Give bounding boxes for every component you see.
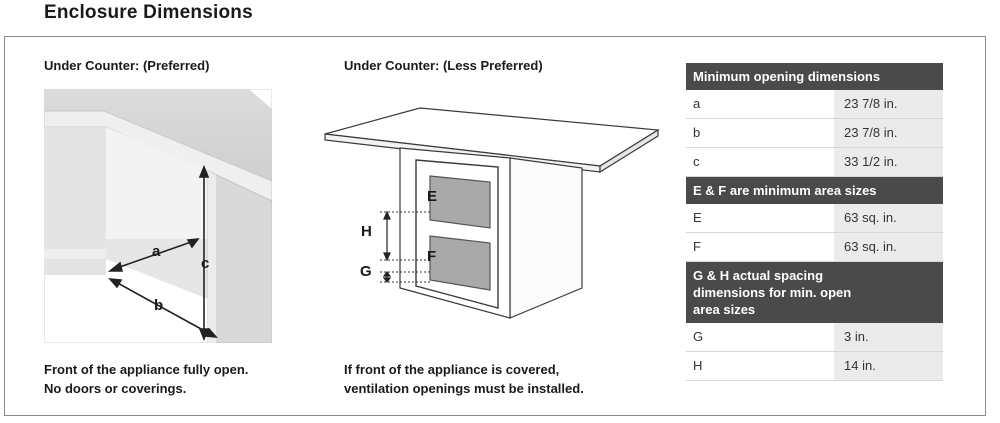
page-title: Enclosure Dimensions — [44, 2, 253, 23]
section-header-area-sizes: E & F are minimum area sizes — [686, 177, 943, 204]
cavity-back-wall — [106, 127, 208, 239]
table-row: a 23 7/8 in. — [686, 90, 943, 119]
preferred-caption-line1: Front of the appliance fully open. — [44, 362, 249, 377]
table-row: E 63 sq. in. — [686, 204, 943, 233]
right-cabinet-edge — [208, 171, 216, 343]
row-value: 14 in. — [834, 352, 943, 380]
dimensions-table: Minimum opening dimensions a 23 7/8 in. … — [686, 63, 943, 381]
left-cabinet-wall — [44, 127, 106, 275]
row-value: 63 sq. in. — [834, 204, 943, 232]
row-key: c — [686, 148, 834, 176]
row-value: 33 1/2 in. — [834, 148, 943, 176]
right-cabinet-side — [207, 170, 272, 343]
spacing-header-line3: area sizes — [693, 302, 756, 317]
vent-opening-e — [429, 175, 491, 229]
section-header-min-opening: Minimum opening dimensions — [686, 63, 943, 90]
label-h: H — [361, 223, 372, 240]
row-key: F — [686, 233, 834, 261]
row-key: G — [686, 323, 834, 351]
label-e: E — [427, 188, 437, 205]
preferred-diagram: a c b — [44, 89, 272, 343]
row-key: a — [686, 90, 834, 118]
row-key: E — [686, 204, 834, 232]
vent-opening-f — [429, 235, 491, 291]
spacing-header-line2: dimensions for min. open — [693, 285, 852, 300]
row-value: 23 7/8 in. — [834, 90, 943, 118]
label-f: F — [427, 248, 436, 265]
preferred-caption-line2: No doors or coverings. — [44, 381, 187, 396]
less-preferred-caption: If front of the appliance is covered, ve… — [344, 360, 584, 398]
label-c: c — [201, 255, 209, 272]
label-b: b — [154, 297, 163, 314]
spacing-header-line1: G & H actual spacing — [693, 268, 824, 283]
less-preferred-heading: Under Counter: (Less Preferred) — [344, 58, 543, 73]
preferred-caption: Front of the appliance fully open. No do… — [44, 360, 248, 398]
spacing-guides — [380, 211, 430, 283]
less-preferred-caption-line1: If front of the appliance is covered, — [344, 362, 560, 377]
table-row: c 33 1/2 in. — [686, 148, 943, 177]
less-preferred-diagram: H G E F — [324, 107, 660, 319]
section-header-spacing: G & H actual spacing dimensions for min.… — [686, 262, 943, 323]
dimension-lines — [107, 164, 218, 342]
counter-edge — [44, 110, 272, 202]
row-key: H — [686, 352, 834, 380]
table-row: F 63 sq. in. — [686, 233, 943, 262]
row-value: 23 7/8 in. — [834, 119, 943, 147]
table-row: b 23 7/8 in. — [686, 119, 943, 148]
label-g: G — [360, 263, 372, 280]
preferred-heading: Under Counter: (Preferred) — [44, 58, 210, 73]
counter-top-surface — [44, 89, 272, 181]
label-a: a — [152, 243, 161, 260]
content-frame — [4, 36, 986, 416]
cavity-floor — [106, 239, 208, 299]
table-row: G 3 in. — [686, 323, 943, 352]
countertop-side — [599, 128, 659, 174]
table-row: H 14 in. — [686, 352, 943, 381]
row-key: b — [686, 119, 834, 147]
row-value: 63 sq. in. — [834, 233, 943, 261]
spacing-arrows — [382, 210, 392, 283]
less-preferred-caption-line2: ventilation openings must be installed. — [344, 381, 584, 396]
cabinet-side — [509, 157, 583, 319]
row-value: 3 in. — [834, 323, 943, 351]
